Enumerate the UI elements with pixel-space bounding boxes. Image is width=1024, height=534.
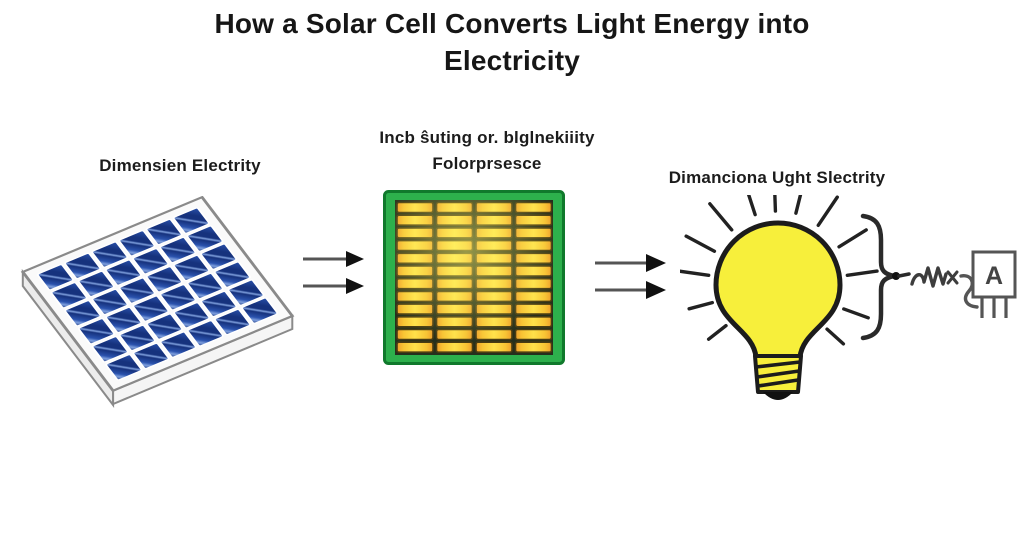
grid-cell bbox=[159, 284, 197, 311]
grid-cell bbox=[200, 243, 238, 270]
light-bulb-illustration bbox=[680, 195, 879, 400]
grid-cell bbox=[145, 313, 184, 340]
grid-cell bbox=[172, 207, 210, 234]
grid-cell bbox=[241, 297, 279, 324]
bulb-rays bbox=[680, 195, 879, 346]
cell-center-glow bbox=[395, 200, 553, 355]
solar-panel-label: Dimensien Electrity bbox=[99, 156, 261, 175]
arrow-head bbox=[346, 278, 364, 294]
grid-cell bbox=[159, 331, 197, 358]
grid-cell bbox=[227, 279, 265, 306]
grid-cell bbox=[105, 354, 143, 381]
grid-cell bbox=[64, 252, 102, 280]
squiggle-x-mark bbox=[946, 270, 959, 285]
solar-panel-illustration bbox=[20, 196, 295, 408]
grid-cell bbox=[91, 288, 129, 316]
solar-cell-illustration bbox=[383, 190, 565, 365]
grid-cell bbox=[172, 254, 211, 282]
arrow-head bbox=[646, 254, 666, 272]
grid-cell bbox=[77, 318, 116, 345]
grid-cell bbox=[91, 336, 129, 363]
bulb-screw-threads bbox=[754, 360, 802, 388]
grid-cell bbox=[159, 236, 197, 264]
panel-top-face bbox=[20, 196, 295, 393]
grid-cell bbox=[50, 282, 88, 309]
grid-cell bbox=[186, 320, 224, 347]
grid-cell bbox=[36, 264, 75, 291]
grid-cell bbox=[77, 270, 115, 298]
grid-cell bbox=[118, 324, 156, 352]
grid-cell bbox=[173, 302, 211, 329]
grid-cell bbox=[91, 241, 129, 268]
ammeter-pins bbox=[980, 297, 1008, 318]
brace-tip-dot bbox=[892, 272, 900, 280]
grid-cell bbox=[145, 218, 183, 246]
squiggle-mark bbox=[910, 266, 948, 288]
grid-cell bbox=[145, 266, 183, 293]
grid-cell bbox=[64, 300, 102, 327]
grid-cell bbox=[132, 248, 170, 275]
grid-cell bbox=[186, 272, 224, 300]
curly-brace bbox=[860, 213, 895, 341]
panel-cell-grid bbox=[36, 207, 279, 381]
bulb-label: Dimanciona Ught Slectrity bbox=[668, 168, 886, 187]
grid-cell bbox=[186, 225, 224, 252]
bulb-contact-tip bbox=[763, 392, 793, 400]
cell-label-line2: Folorprsesce bbox=[432, 154, 542, 173]
grid-cell bbox=[105, 306, 143, 334]
grid-cell bbox=[132, 295, 170, 322]
grid-cell bbox=[132, 342, 170, 370]
arrows-cell-to-bulb bbox=[595, 254, 666, 299]
arrows-panel-to-cell bbox=[303, 251, 364, 294]
bulb-glass bbox=[713, 220, 843, 360]
grid-cell bbox=[104, 259, 143, 286]
circuit-output-group: A bbox=[860, 213, 1017, 341]
grid-cell bbox=[118, 230, 156, 257]
grid-cell bbox=[200, 290, 238, 318]
grid-cell bbox=[213, 308, 252, 336]
grid-cell bbox=[213, 261, 251, 288]
meter-wire bbox=[959, 274, 979, 309]
ammeter-letter: A bbox=[985, 262, 1003, 290]
cell-label-line1: Incb ŝuting or. blglnekiiity bbox=[379, 128, 595, 147]
arrow-head bbox=[646, 281, 666, 299]
brace-tail bbox=[897, 272, 911, 278]
arrow-head bbox=[346, 251, 364, 267]
page-title: How a Solar Cell Converts Light Energy i… bbox=[214, 8, 810, 76]
grid-cell bbox=[118, 277, 156, 304]
